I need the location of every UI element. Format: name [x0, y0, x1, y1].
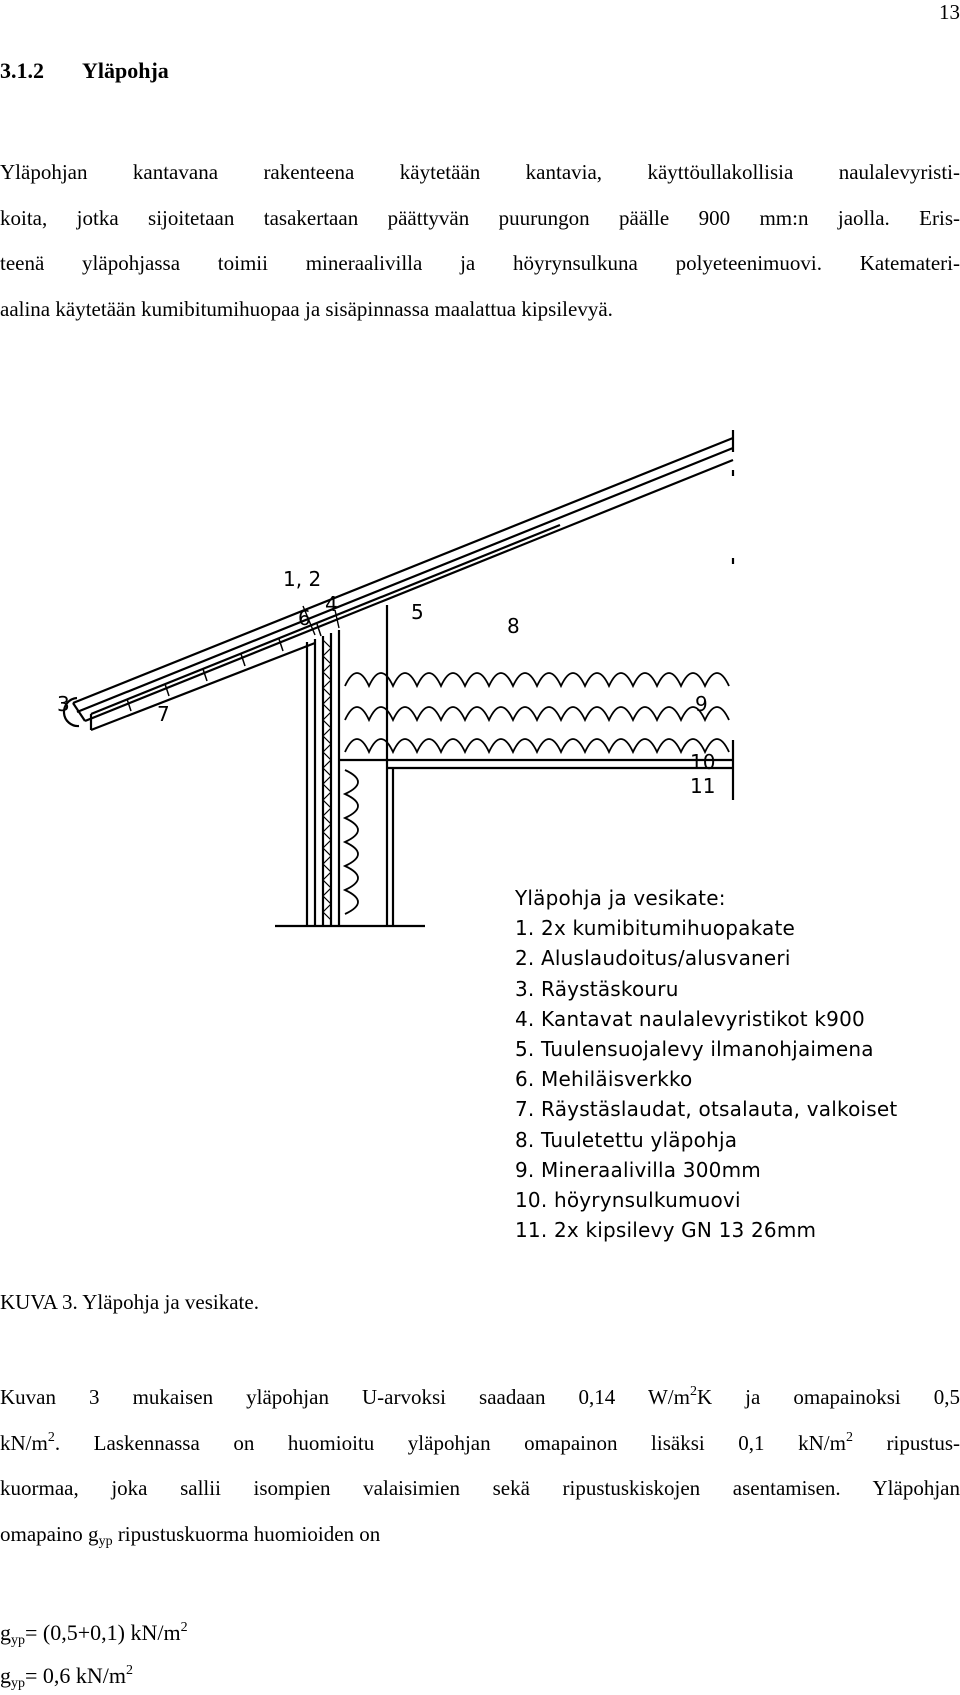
callout-11: 11	[690, 774, 716, 798]
callout-8: 8	[507, 614, 520, 638]
roof-structure-drawing: 1, 2 3 4 5 6 7 8 9 10 11 Yläpohja ja ves…	[45, 430, 945, 1260]
soffit-lower-line	[90, 641, 316, 732]
paragraph-line: teenä yläpohjassa toimii mineraalivilla …	[0, 251, 960, 275]
legend-title: Yläpohja ja vesikate:	[515, 886, 726, 910]
roof-board-inner-line	[84, 458, 734, 723]
callout-1-2: 1, 2	[283, 567, 322, 591]
gutter-shape	[62, 696, 80, 728]
roof-section-svg	[62, 430, 735, 928]
section-title: Yläpohja	[82, 58, 169, 83]
formula-line-2: gyp= 0,6 kN/m2	[0, 1663, 134, 1691]
paragraph-line: Kuvan 3 mukaisen yläpohjan U-arvoksi saa…	[0, 1384, 960, 1410]
figure-caption: KUVA 3. Yläpohja ja vesikate.	[0, 1290, 259, 1314]
roofing-felt-line	[72, 436, 734, 705]
soffit-battens	[126, 623, 322, 712]
figure-legend: Yläpohja ja vesikate: 1. 2x kumibitumihu…	[515, 883, 897, 1245]
legend-item: 9. Mineraalivilla 300mm	[515, 1157, 761, 1182]
callout-5: 5	[411, 600, 424, 624]
legend-item: 8. Tuuletettu yläpohja	[515, 1127, 738, 1152]
page-number: 13	[939, 0, 960, 24]
insect-mesh-zigzag	[322, 639, 332, 921]
intro-paragraph: Yläpohjan kantavana rakenteena käytetään…	[0, 150, 960, 332]
callout-7: 7	[157, 702, 170, 726]
legend-item: 1. 2x kumibitumihuopakate	[515, 916, 796, 941]
soffit-board-line	[90, 523, 561, 716]
paragraph-line: omapaino gyp ripustuskuorma huomioiden o…	[0, 1521, 381, 1549]
leader-line	[334, 609, 340, 629]
section-number: 3.1.2	[0, 58, 44, 83]
callout-10: 10	[690, 750, 716, 774]
eave-edge-line	[72, 702, 86, 722]
leader-line	[302, 605, 316, 636]
callout-6: 6	[298, 606, 311, 630]
callout-3: 3	[57, 692, 70, 716]
formula-line-1: gyp= (0,5+0,1) kN/m2	[0, 1620, 188, 1648]
paragraph-line: kN/m2. Laskennassa on huomioitu yläpohja…	[0, 1429, 960, 1455]
paragraph-line: koita, jotka sijoitetaan tasakertaan pää…	[0, 205, 960, 230]
legend-item: 10. höyrynsulkumuovi	[515, 1188, 741, 1213]
legend-item: 3. Räystäskouru	[515, 976, 679, 1001]
legend-item: 4. Kantavat naulalevyristikot k900	[515, 1006, 865, 1031]
legend-item: 6. Mehiläisverkko	[515, 1067, 693, 1092]
callout-9: 9	[695, 692, 708, 716]
roof-board-line	[76, 446, 734, 714]
legend-item: 2. Aluslaudoitus/alusvaneri	[515, 946, 791, 971]
paragraph-line: Yläpohjan kantavana rakenteena käytetään…	[0, 160, 960, 184]
callout-4: 4	[325, 592, 338, 616]
legend-item: 5. Tuulensuojalevy ilmanohjaimena	[515, 1037, 874, 1062]
paragraph-line: aalina käytetään kumibitumihuopaa ja sis…	[0, 296, 613, 321]
legend-item: 7. Räystäslaudat, otsalauta, valkoiset	[515, 1097, 898, 1122]
legend-item: 11. 2x kipsilevy GN 13 26mm	[515, 1218, 817, 1243]
section-heading: 3.1.2 Yläpohja	[0, 58, 169, 84]
paragraph-line: kuormaa, joka sallii isompien valaisimie…	[0, 1476, 960, 1500]
mineral-wool-insulation	[342, 672, 730, 915]
u-value-paragraph: Kuvan 3 mukaisen yläpohjan U-arvoksi saa…	[0, 1375, 960, 1557]
